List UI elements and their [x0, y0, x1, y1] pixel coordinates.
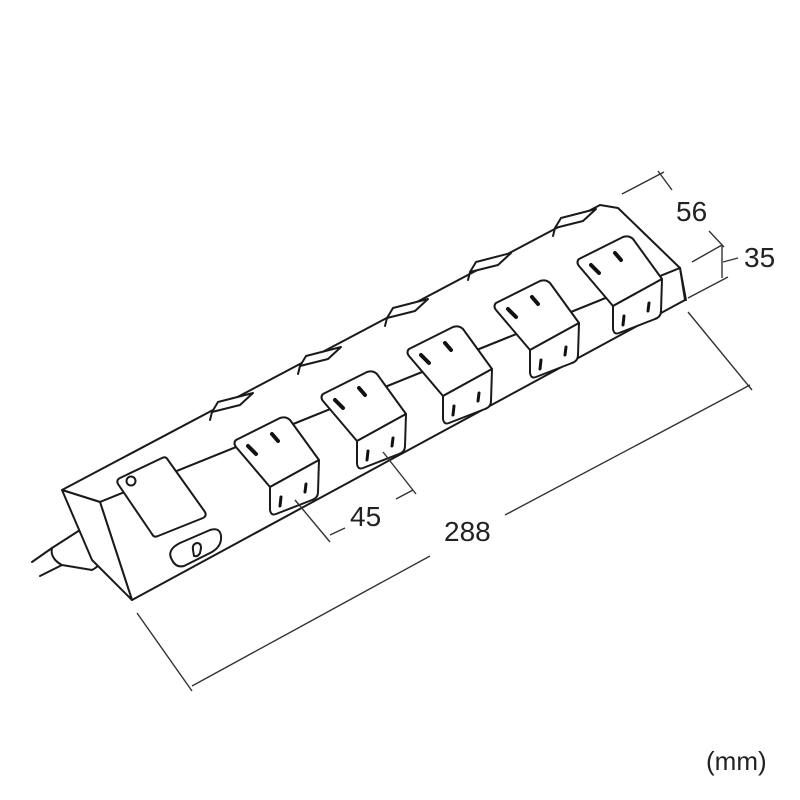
dimension-length-label: 288	[444, 516, 491, 547]
outlets	[233, 235, 663, 516]
dimension-pitch	[294, 451, 417, 543]
pilot-lamp	[169, 528, 223, 568]
switch-5	[552, 208, 597, 237]
switch-1	[209, 392, 254, 421]
dimension-width	[621, 170, 673, 195]
rocker-switches	[209, 208, 597, 421]
outlet-5	[576, 235, 663, 335]
outlet-1	[233, 416, 320, 516]
switch-3	[384, 298, 429, 327]
unit-label: (mm)	[706, 746, 767, 776]
outlet-3	[406, 325, 493, 425]
dimension-lines	[136, 170, 753, 692]
dimension-width-label: 56	[676, 196, 708, 227]
switch-4	[467, 252, 512, 281]
main-switch	[116, 456, 207, 538]
outlet-4	[493, 279, 580, 379]
indicator-dot-icon	[125, 475, 137, 487]
dimension-height	[687, 230, 739, 299]
dimension-length	[136, 311, 753, 692]
dimension-pitch-label: 45	[350, 501, 382, 532]
dimension-height-label: 35	[744, 242, 776, 273]
outlet-2	[320, 370, 407, 470]
switch-2	[297, 346, 342, 375]
